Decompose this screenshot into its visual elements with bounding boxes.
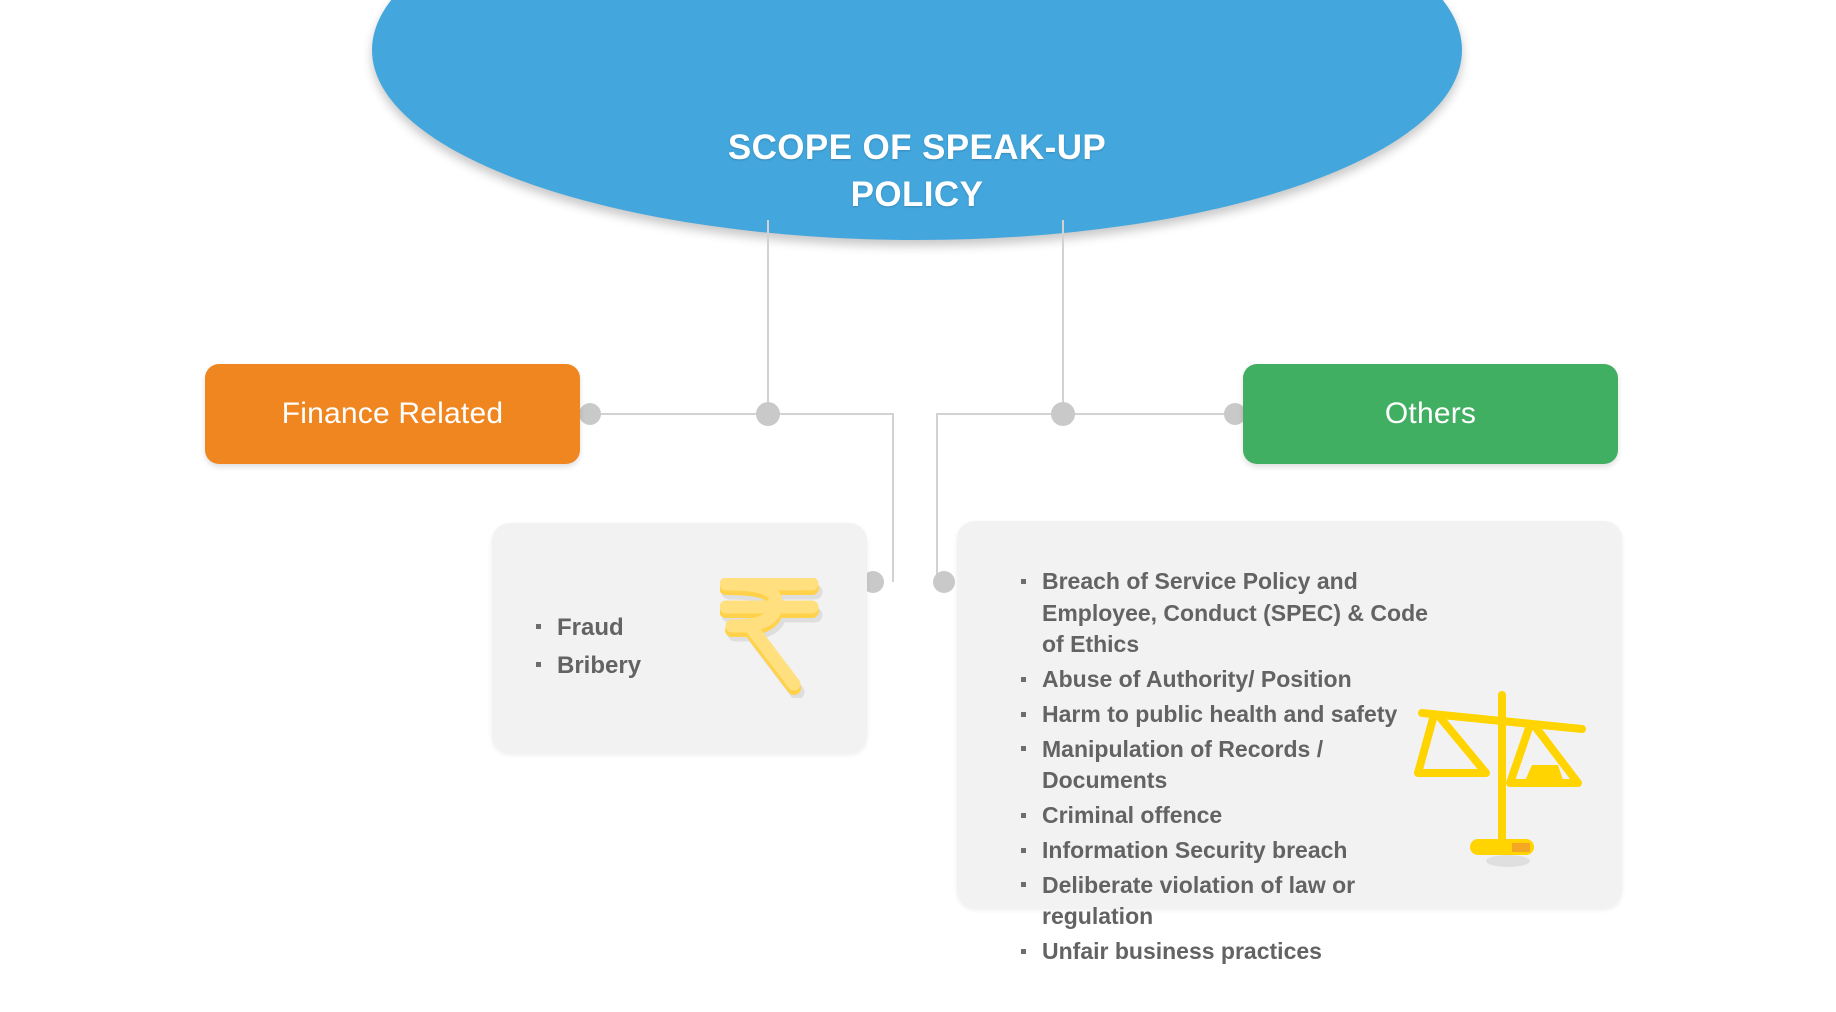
finance-bullet-list: Fraud Bribery — [532, 611, 641, 687]
list-item: Criminal offence — [1017, 800, 1437, 832]
list-item: Abuse of Authority/ Position — [1017, 664, 1437, 696]
connector-dot-others-panel — [933, 571, 955, 593]
list-item: Bribery — [532, 649, 641, 684]
branch-pill-finance[interactable]: Finance Related — [205, 364, 580, 464]
list-item: Information Security breach — [1017, 835, 1437, 867]
list-item: Breach of Service Policy and Employee, C… — [1017, 566, 1437, 661]
connector-dot-left-junction — [756, 402, 780, 426]
branch-pill-others[interactable]: Others — [1243, 364, 1618, 464]
detail-panel-others: Breach of Service Policy and Employee, C… — [957, 521, 1622, 964]
list-item: Fraud — [532, 611, 641, 646]
scale-weight-icon — [1524, 765, 1564, 783]
list-item: Unfair business practices — [1017, 936, 1437, 968]
detail-panel-finance: Fraud Bribery — [492, 523, 867, 753]
list-item: Harm to public health and safety — [1017, 699, 1437, 731]
branch-pill-others-label: Others — [1384, 397, 1477, 430]
list-item: Deliberate violation of law or regulatio… — [1017, 870, 1437, 933]
scales-icon — [1414, 691, 1586, 867]
rupee-icon — [720, 578, 823, 698]
branch-pill-finance-label: Finance Related — [281, 397, 504, 430]
list-item: Manipulation of Records / Documents — [1017, 734, 1437, 797]
page-title: SCOPE OF SPEAK-UP POLICY — [727, 127, 1107, 214]
connector-dot-right-junction — [1051, 402, 1075, 426]
title-ellipse: SCOPE OF SPEAK-UP POLICY — [372, 0, 1462, 240]
others-bullet-list: Breach of Service Policy and Employee, C… — [1017, 566, 1437, 971]
connector-dot-finance-pill — [579, 403, 601, 425]
